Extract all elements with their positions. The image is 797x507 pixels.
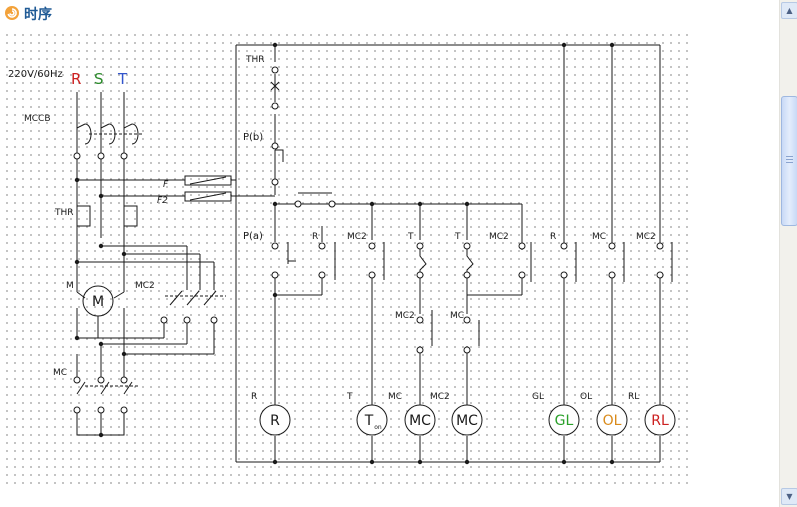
vertical-scrollbar[interactable]: ▲ ▼ xyxy=(779,0,797,507)
coil-r-label: R xyxy=(270,413,280,429)
mc2-c1-label: MC2 xyxy=(347,232,367,242)
coil-mc2-label: MC xyxy=(456,413,478,429)
coil-r xyxy=(259,404,291,436)
mc-ol-label: MC xyxy=(592,232,606,242)
coil-t xyxy=(356,404,388,436)
thr-ctrl-label: THR xyxy=(245,55,265,65)
mccb-label: MCCB xyxy=(24,114,51,124)
coil-mc2-top-label: MC2 xyxy=(430,392,450,402)
scroll-thumb[interactable] xyxy=(781,96,797,226)
t-c1-label: T xyxy=(407,232,414,242)
coil-mc-top-label: MC xyxy=(388,392,402,402)
gl-top-label: GL xyxy=(532,392,544,402)
mc2-c2-label: MC2 xyxy=(489,232,509,242)
fuse-f2-label: F2 xyxy=(157,196,168,206)
mc-left-label: MC xyxy=(53,368,67,378)
ol-top-label: OL xyxy=(580,392,592,402)
mc2-lower-label: MC2 xyxy=(395,311,415,321)
lamp-ol-label: OL xyxy=(603,413,622,429)
coil-mc2 xyxy=(451,404,483,436)
mc2-left-label: MC2 xyxy=(135,281,155,291)
swirl-icon xyxy=(5,6,19,20)
phase-t-label: T xyxy=(117,70,128,88)
pb-label: P(b) xyxy=(243,132,263,143)
page-title: 时序 xyxy=(24,7,52,23)
fuse-f-label: F xyxy=(163,180,169,190)
coil-r-top-label: R xyxy=(251,392,257,402)
circuit-diagram: 220V/60Hz R S T MCCB THR M M MC2 MC F F2… xyxy=(8,42,676,465)
grip-line xyxy=(786,156,793,157)
r-gl-label: R xyxy=(550,232,556,242)
lamp-rl-label: RL xyxy=(651,413,669,429)
lamp-gl xyxy=(548,404,580,436)
pa-label: P(a) xyxy=(243,231,263,242)
up-arrow-icon: ▲ xyxy=(786,6,793,15)
coil-t-label: T xyxy=(364,413,374,429)
coil-t-top-label: T xyxy=(346,392,353,402)
rl-top-label: RL xyxy=(628,392,639,402)
down-arrow-icon: ▼ xyxy=(786,492,793,501)
grip-line xyxy=(786,159,793,160)
mc-lower-label: MC xyxy=(450,311,464,321)
r-contact-label: R xyxy=(312,232,318,242)
diagram-canvas: 220V/60Hz R S T MCCB THR M M MC2 MC F F2… xyxy=(0,28,690,490)
phase-s-label: S xyxy=(94,70,104,88)
lamp-rl xyxy=(644,404,676,436)
lamp-ol xyxy=(596,404,628,436)
grip-line xyxy=(786,162,793,163)
scroll-down-button[interactable]: ▼ xyxy=(781,488,797,505)
mc2-rl-label: MC2 xyxy=(636,232,656,242)
thr-left-label: THR xyxy=(54,208,74,218)
lamp-gl-label: GL xyxy=(555,413,574,429)
t-c2-label: T xyxy=(454,232,461,242)
motor-label: M xyxy=(92,294,104,310)
coil-t-sub-label: on xyxy=(374,424,382,431)
voltage-label: 220V/60Hz xyxy=(8,69,63,80)
coil-mc-label: MC xyxy=(409,413,431,429)
title-bar: 时序 xyxy=(0,0,779,26)
scroll-up-button[interactable]: ▲ xyxy=(781,2,797,19)
coil-mc xyxy=(404,404,436,436)
m-label: M xyxy=(66,281,74,291)
phase-r-label: R xyxy=(71,70,81,88)
